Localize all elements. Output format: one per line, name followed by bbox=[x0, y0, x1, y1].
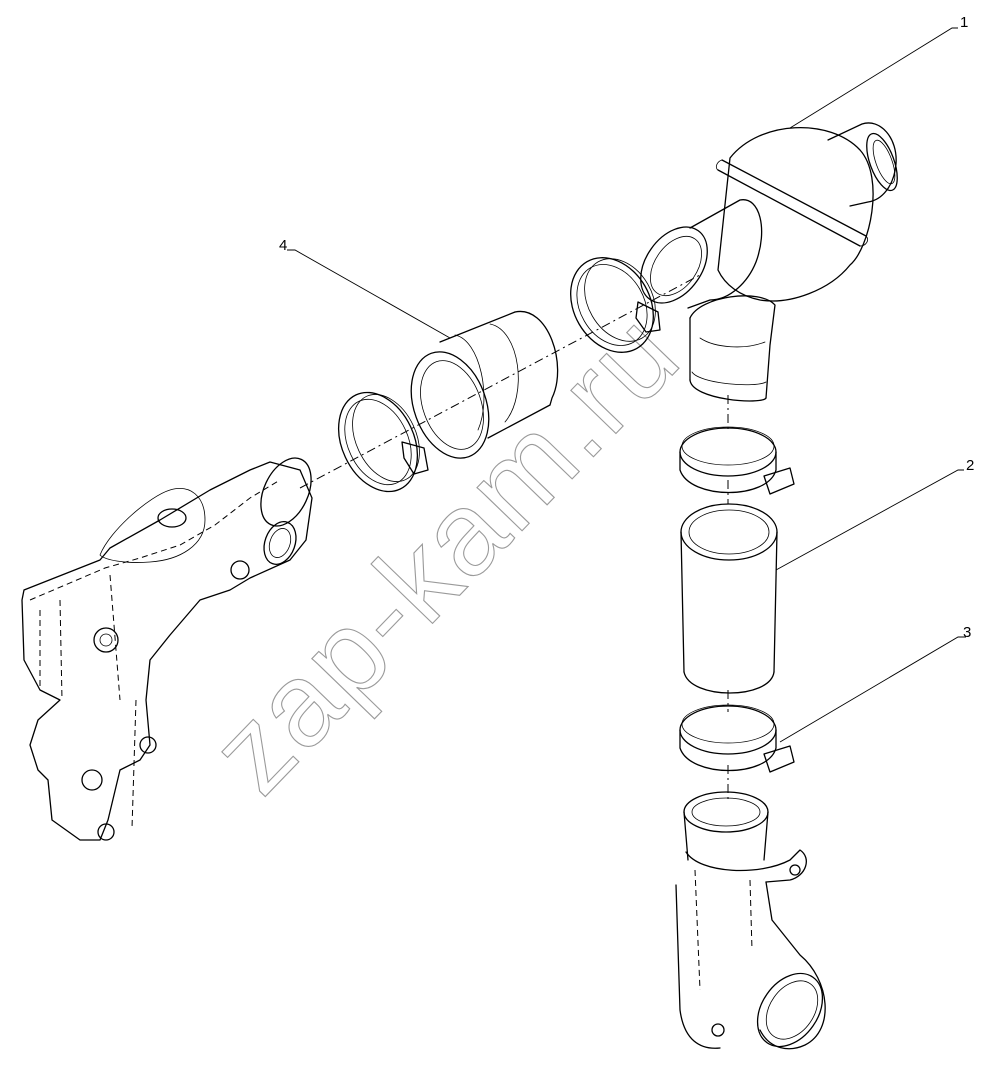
hose-clamp-lower bbox=[679, 704, 795, 773]
lower-outlet-pipe bbox=[675, 791, 826, 1050]
straight-hose bbox=[680, 503, 778, 694]
callout-2: 2 bbox=[966, 457, 974, 474]
hose-clamp-left bbox=[338, 391, 429, 493]
engine-housing-phantom bbox=[21, 457, 313, 841]
callout-1: 1 bbox=[960, 14, 968, 31]
hose-clamp-middle bbox=[679, 426, 795, 495]
thermostat-housing bbox=[640, 122, 898, 402]
coupling-hose bbox=[410, 310, 559, 459]
watermark: zap-kam.ru bbox=[186, 287, 705, 818]
callout-4: 4 bbox=[279, 237, 287, 254]
leader-lines bbox=[287, 27, 966, 743]
callout-3: 3 bbox=[963, 624, 971, 641]
hose-clamp-upper bbox=[570, 257, 661, 353]
